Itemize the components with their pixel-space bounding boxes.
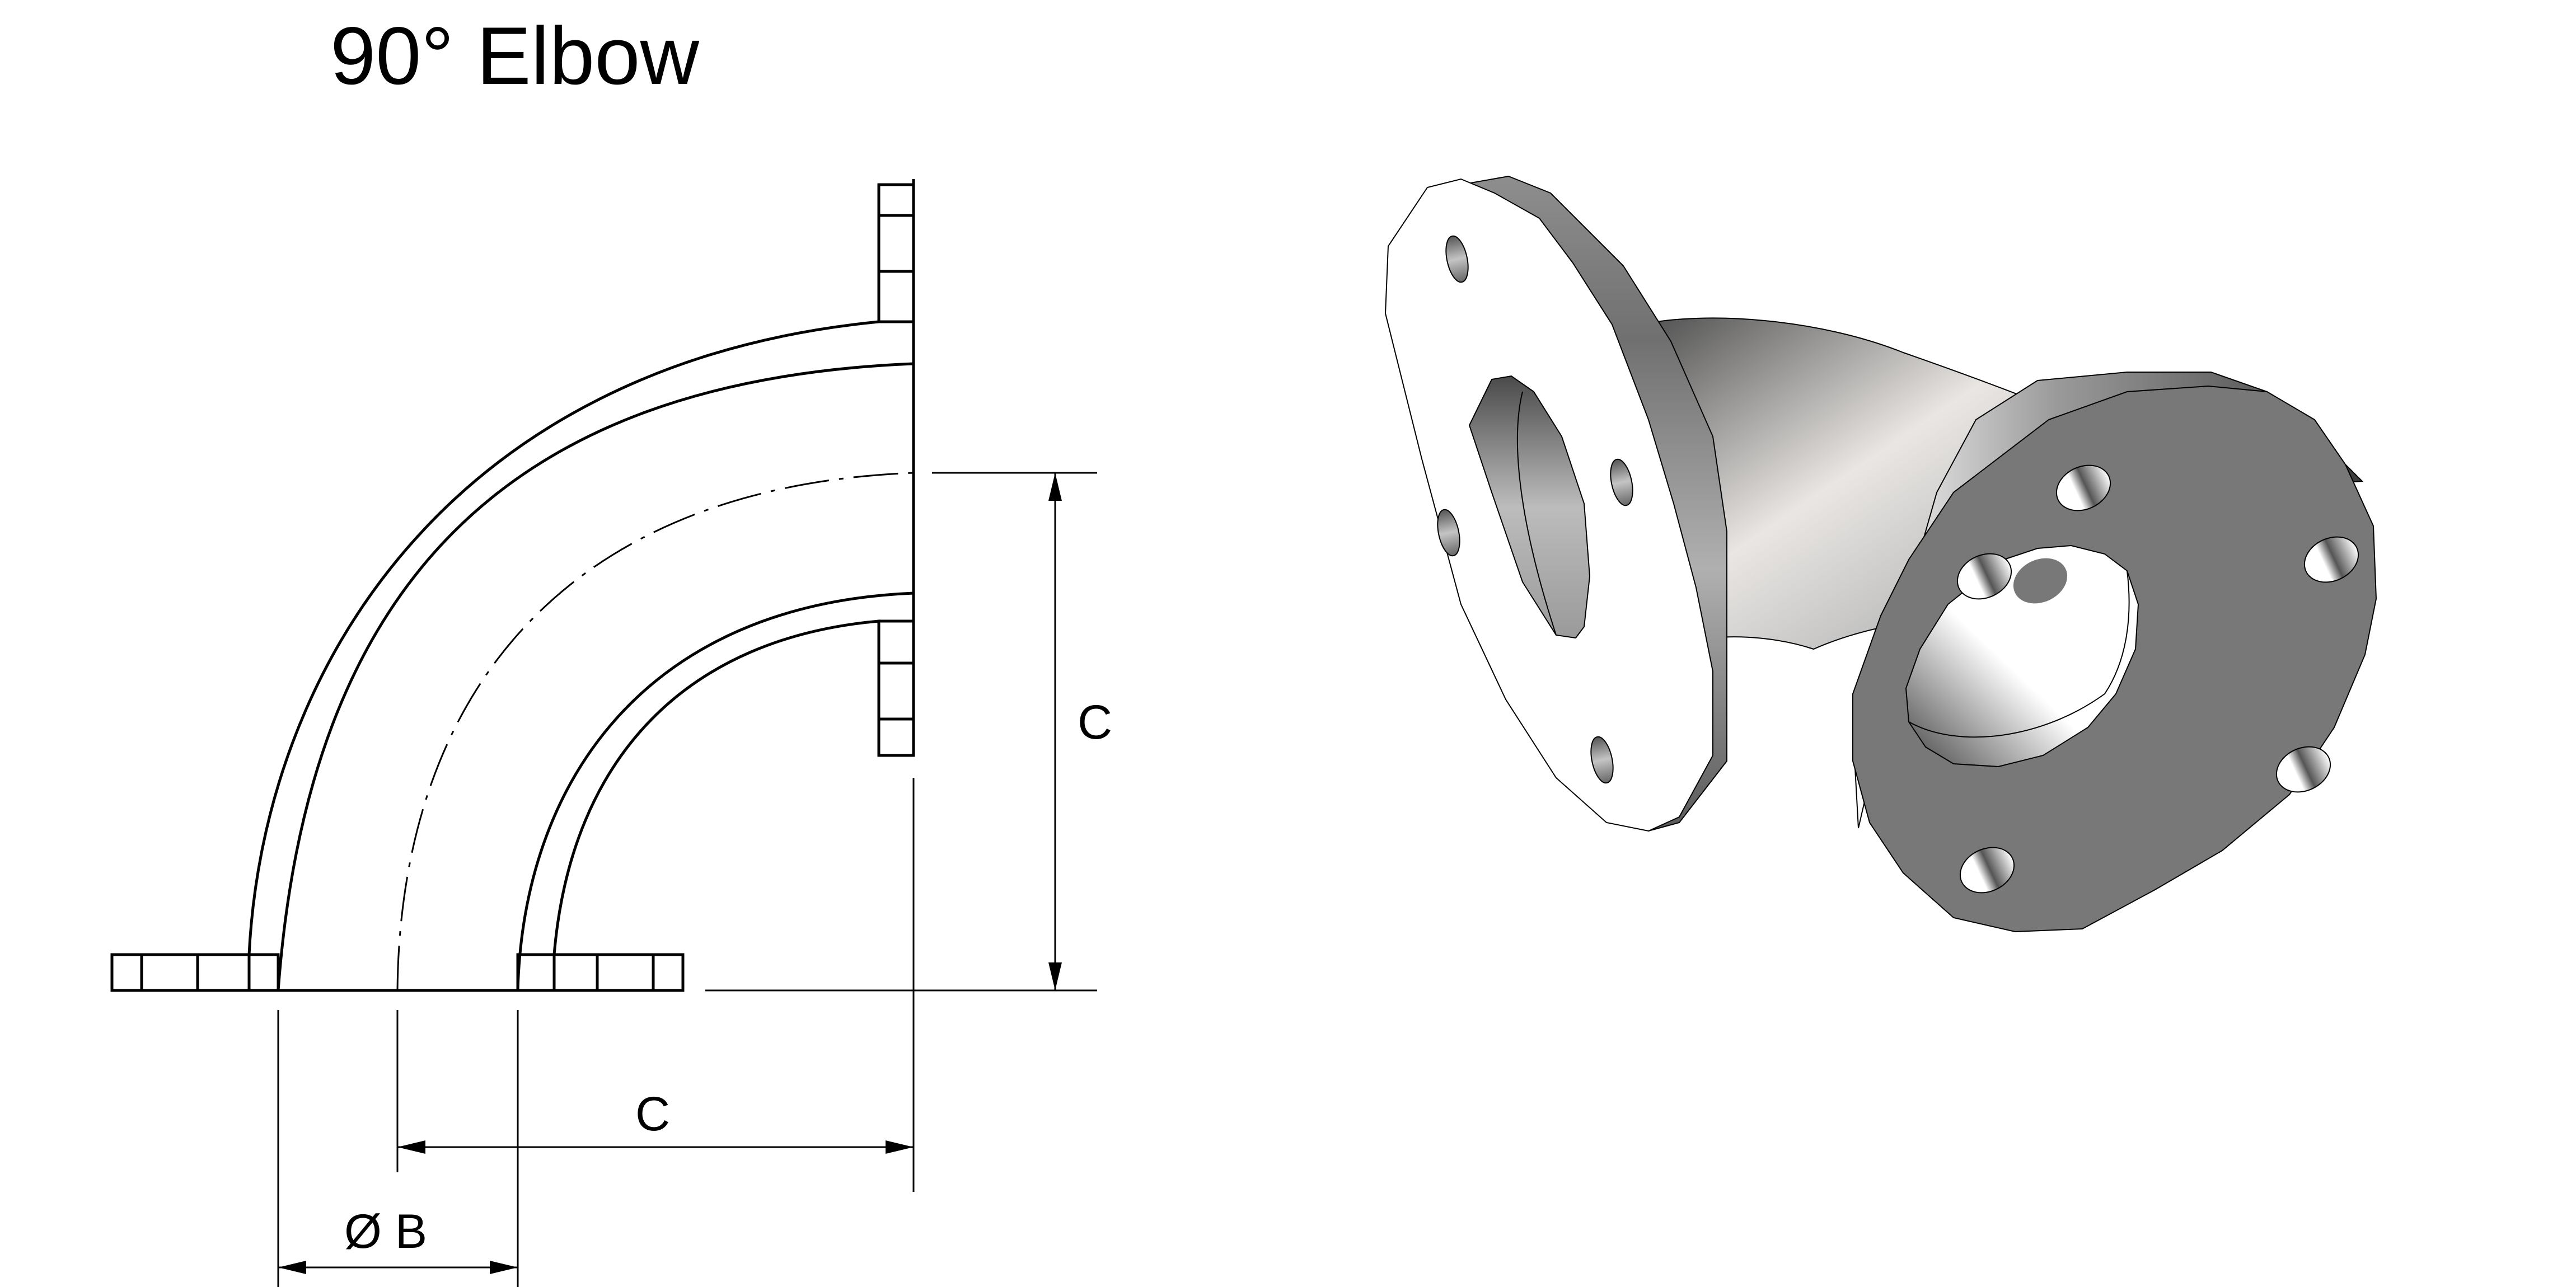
right-bore — [1905, 544, 2139, 768]
bolt-hole — [1590, 736, 1614, 784]
outer-bend-wall — [247, 183, 915, 992]
svg-text:C: C — [635, 1087, 670, 1141]
bolt-hole — [1959, 847, 2015, 894]
centerline-arc — [396, 472, 914, 991]
bolt-hole — [1610, 458, 1633, 506]
right-flange — [877, 179, 915, 757]
bolt-hole-section — [877, 214, 915, 273]
bolt-hole — [1445, 235, 1469, 283]
left-bore — [1468, 375, 1591, 639]
bolt-hole-section — [140, 953, 199, 992]
bolt-hole-section — [596, 953, 655, 992]
svg-text:Ø B: Ø B — [344, 1205, 427, 1258]
isometric-render — [1384, 175, 2377, 933]
inner-bend-wall — [516, 591, 915, 992]
dim-c-horizontal: C — [397, 1087, 914, 1154]
bolt-hole-section — [877, 661, 915, 721]
bolt-hole — [1956, 553, 2012, 600]
bolt-hole — [2275, 746, 2331, 793]
svg-text:C: C — [1078, 696, 1112, 749]
bolt-hole — [2055, 464, 2111, 511]
dim-c-vertical: C — [1048, 473, 1112, 990]
bolt-hole — [2013, 558, 2068, 604]
bolt-hole — [2303, 536, 2359, 583]
sectional-view: C C Ø B — [110, 179, 1112, 1287]
bolt-hole — [1437, 509, 1460, 557]
drawing-title: 90° Elbow — [330, 10, 700, 101]
dim-bore-diameter: Ø B — [278, 1205, 518, 1274]
